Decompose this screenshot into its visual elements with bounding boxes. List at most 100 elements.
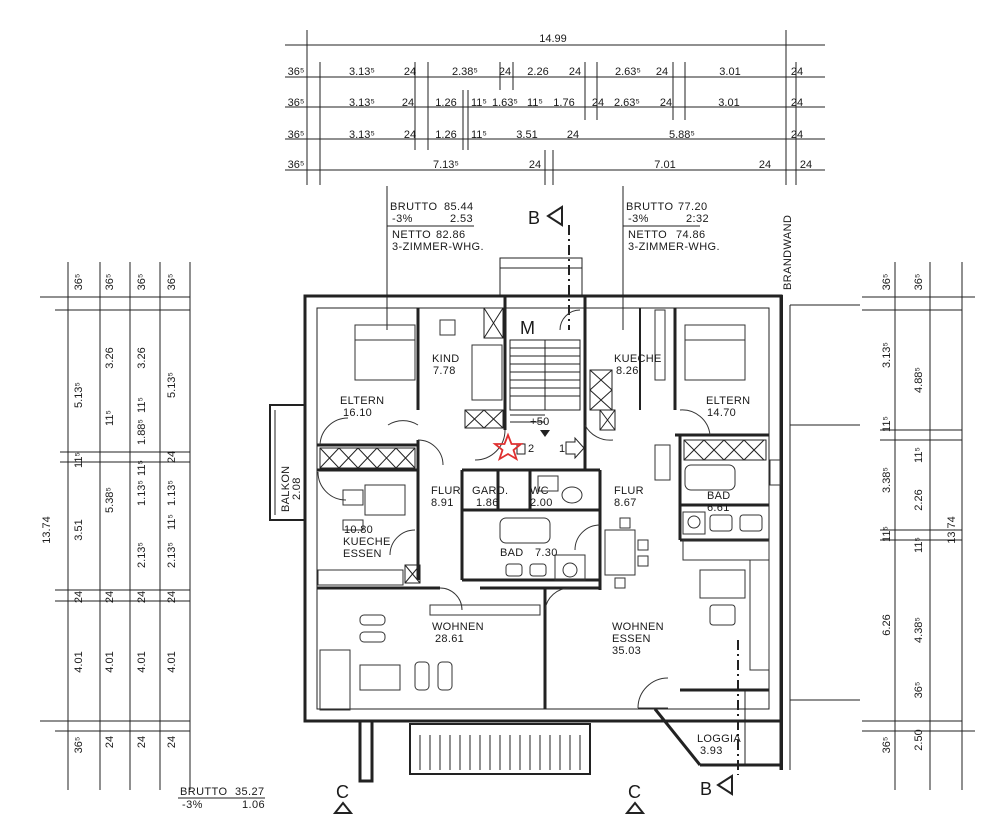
dim-r1-10: 24 [791,66,803,78]
ldim-c3-9: 24 [136,736,148,748]
unit-left-brutto: 85.44 [444,201,474,213]
dim-r4-2: 24 [529,159,541,171]
room-wohnen-left-area: 28.61 [435,633,464,645]
ldim-c3-0: 36⁵ [136,274,148,291]
room-wohnen-left-name: WOHNEN [432,621,484,633]
ldim-c2-5: 4.01 [104,651,116,672]
stair-num-left: 2 [528,443,534,455]
dim-r2-5: 1.63⁵ [492,97,518,109]
dim-r1-4: 24 [499,66,511,78]
room-eltern-right-area: 14.70 [707,407,736,419]
dim-r2-10: 24 [660,97,672,109]
rdim-c2-6: 36⁵ [913,682,925,699]
dim-r2-2: 24 [402,97,414,109]
dim-r2-3: 1.26 [435,97,456,109]
section-c-right: C [628,782,641,802]
room-eltern-left-name: ELTERN [340,395,384,407]
ldim-c3-3: 11⁵ [136,397,148,413]
dim-r2-7: 1.76 [553,97,574,109]
room-bad-center-area: 7.30 [535,547,558,559]
unit-bottom-brutto: 35.27 [235,786,265,798]
ldim-c3-2: 1.88⁵ [136,419,148,445]
room-loggia-name: LOGGIA [697,733,741,745]
rdim-c1-3: 3.38⁵ [881,467,893,493]
room-eltern-left-area: 16.10 [343,407,372,419]
ldim-c4-6: 24 [166,591,178,603]
bed-right [684,324,746,381]
furniture [317,309,781,711]
ldim-c4-8: 24 [166,736,178,748]
room-wohnen-essen-name2: ESSEN [612,633,651,645]
dim-r3-5: 3.51 [516,129,537,141]
dim-r1-1: 3.13⁵ [349,66,375,78]
rdim-c2-5: 4.38⁵ [913,617,925,643]
unit-right-minus-label: -3% [628,213,649,225]
section-triangle-icon [716,774,733,796]
dim-r3-0: 36⁵ [288,129,305,141]
ldim-c4-3: 1.13⁵ [166,480,178,506]
section-marks: B B C C [332,205,733,814]
rdim-c2-7: 2.50 [913,729,925,750]
bathtub-icon [499,517,551,544]
arrow-down-icon [540,430,550,437]
room-loggia-area: 3.93 [700,745,723,757]
ldim-c1-3: 3.51 [73,519,85,540]
rdim-c2-0: 36⁵ [913,274,925,291]
left-dimension-chains: 36⁵ 5.13⁵ 11⁵ 3.51 24 4.01 36⁵ 36⁵ 3.26 … [40,262,191,790]
dim-r1-5: 2.26 [527,66,548,78]
unit-bottom-minus-label: -3% [182,799,203,811]
ldim-c2-1: 3.26 [104,347,116,368]
unit-bottom-minus: 1.06 [242,799,265,811]
room-balkon-name: BALKON [280,466,292,512]
dim-r4-4: 24 [759,159,771,171]
section-b-top: B [528,208,540,228]
ldim-c3-8: 4.01 [136,651,148,672]
room-flur-left-name: FLUR [431,485,461,497]
dim-r3-6: 24 [567,129,579,141]
ldim-c4-1: 5.13⁵ [166,372,178,398]
room-labels: ELTERN 16.10 KIND 7.78 KUECHE 8.26 ELTER… [280,353,750,757]
rdim-c2-1: 4.88⁵ [913,367,925,393]
room-gard-area: 1.86 [476,497,499,509]
unit-right-minus: 2:32 [686,213,709,225]
dim-r2-9: 2.63⁵ [614,97,640,109]
room-kueche-essen-name1: KUECHE [343,536,391,548]
dim-r1-9: 3.01 [719,66,740,78]
dim-r3-3: 1.26 [435,129,456,141]
ldim-c4-7: 4.01 [166,651,178,672]
dim-r2-0: 36⁵ [288,97,305,109]
unit-left-info: BRUTTO 85.44 -3% 2.53 NETTO 82.86 3-ZIMM… [386,186,484,330]
ldim-c1-4: 24 [73,591,85,603]
dim-r2-6: 11⁵ [527,97,543,109]
arrow-right-icon [565,436,585,460]
ldim-c1-0: 36⁵ [73,274,85,291]
unit-left-netto-label: NETTO [392,229,431,241]
unit-right-brutto: 77.20 [678,201,708,213]
section-c-left: C [336,782,349,802]
ldim-c4-0: 36⁵ [166,274,178,291]
unit-left-minus-label: -3% [392,213,413,225]
dim-r2-4: 11⁵ [471,97,487,109]
rdim-c2-4: 11⁵ [913,537,925,553]
ldim-c2-4: 24 [104,591,116,603]
ldim-c3-6: 2.13⁵ [136,542,148,568]
unit-left-type: 3-ZIMMER-WHG. [392,241,484,253]
rdim-c1-6: 36⁵ [881,737,893,754]
room-wc-name: WC [530,485,549,497]
dim-r1-8: 24 [656,66,668,78]
dim-r1-7: 2.63⁵ [615,66,641,78]
room-kind-area: 7.78 [433,365,456,377]
rdim-c2-2: 11⁵ [913,447,925,463]
dim-r1-0: 36⁵ [288,66,305,78]
section-triangle-icon [332,801,354,814]
room-kueche-essen-name2: ESSEN [343,548,382,560]
stair-label: M [520,318,535,338]
ldim-c3-1: 3.26 [136,347,148,368]
section-triangle-icon [624,801,646,814]
ldim-c1-1: 5.13⁵ [73,382,85,408]
rdim-c1-1: 3.13⁵ [881,342,893,368]
ldim-c4-5: 2.13⁵ [166,542,178,568]
room-kueche-right-name: KUECHE [614,353,662,365]
stair-level: +50 [530,416,550,428]
unit-left-brutto-label: BRUTTO [390,201,437,213]
